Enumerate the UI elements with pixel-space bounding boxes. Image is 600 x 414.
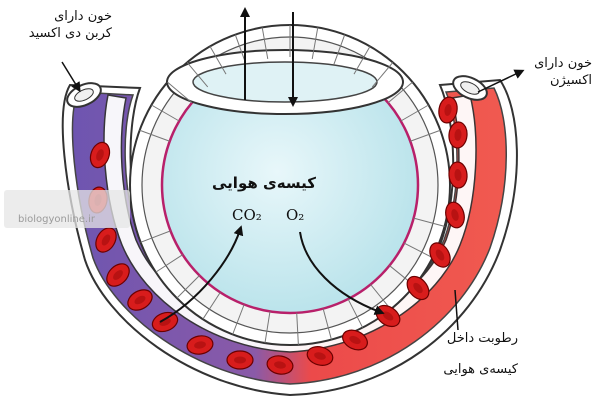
- co2-label: CO₂: [232, 206, 262, 224]
- red-blood-cell-center: [444, 104, 452, 116]
- co2-diffusion-arrow: [159, 225, 244, 323]
- cell-segment-line: [176, 275, 200, 299]
- red-blood-cell: [186, 335, 214, 355]
- cell-segment-line: [209, 46, 227, 75]
- red-blood-cell: [95, 227, 117, 253]
- o2-blood-pointer: [477, 69, 525, 93]
- red-blood-cell-center: [134, 295, 146, 305]
- red-blood-cells: [88, 96, 468, 375]
- co2-blood-label-line1: خون دارای: [54, 9, 112, 24]
- red-blood-cell-center: [274, 361, 286, 369]
- red-blood-cell-center: [234, 356, 246, 364]
- cell-segment-line: [202, 292, 221, 320]
- cell-segment-line: [296, 312, 299, 345]
- co2-blood-pointer: [61, 61, 81, 93]
- red-blood-cell-center: [454, 129, 462, 141]
- red-blood-cell: [342, 329, 368, 351]
- cell-segment-line: [232, 304, 245, 335]
- red-blood-cell: [445, 201, 465, 229]
- red-blood-cell-center: [435, 249, 445, 261]
- moisture-pointer: [454, 289, 459, 331]
- air-sac-title: کیسه‌ی هوایی: [212, 174, 316, 192]
- o2-blood-label-line1: خون دارای: [534, 56, 592, 71]
- cell-segment-line: [261, 27, 269, 60]
- cell-segment-line: [370, 284, 392, 310]
- cell-segment-line: [413, 217, 445, 227]
- cell-segment-line: [151, 104, 180, 122]
- red-blood-cell: [106, 263, 130, 287]
- cell-segment-line: [333, 34, 346, 65]
- alveolus-opening: [192, 61, 378, 103]
- moisture-label-line2: کیسه‌ی هوایی: [443, 362, 518, 377]
- red-blood-cell-center: [451, 209, 459, 221]
- red-blood-cell-center: [314, 352, 326, 360]
- cell-segment-line: [140, 230, 171, 243]
- cell-segment-line: [400, 104, 429, 122]
- red-blood-cell: [448, 121, 468, 149]
- moisture-label-line1: رطوبت داخل: [446, 331, 518, 346]
- cell-segment-line: [322, 308, 332, 340]
- red-blood-cell-center: [113, 270, 123, 280]
- co2-blood-label: خون دارای کربن دی اکسید: [29, 8, 112, 42]
- red-blood-cell: [151, 311, 179, 333]
- red-blood-cell: [406, 275, 430, 301]
- red-blood-cell: [448, 161, 468, 189]
- o2-blood-label: خون دارای اکسیژن: [534, 55, 592, 89]
- cell-segment-line: [264, 311, 271, 344]
- red-blood-cell-center: [454, 169, 462, 181]
- cell-segment-line: [186, 62, 209, 88]
- red-blood-cell-center: [413, 282, 423, 294]
- red-blood-cell-center: [96, 149, 104, 161]
- cell-segment-line: [371, 62, 394, 88]
- cell-segment-line: [403, 242, 433, 259]
- red-blood-cell-center: [194, 341, 206, 349]
- moisture-label: رطوبت داخل کیسه‌ی هوایی: [443, 330, 518, 378]
- o2-diffusion-arrow: [299, 231, 385, 315]
- cell-segment-line: [155, 254, 183, 273]
- red-blood-cell: [438, 96, 458, 124]
- red-blood-cell: [306, 346, 334, 366]
- red-blood-cell-center: [349, 335, 361, 345]
- red-blood-cell: [127, 289, 153, 311]
- cell-segment-line: [139, 129, 170, 142]
- o2-label: O₂: [286, 206, 305, 224]
- red-blood-cell-center: [101, 234, 111, 246]
- cell-segment-line: [353, 46, 371, 75]
- cell-segment-line: [167, 81, 193, 104]
- watermark-text: biologyonline.ir: [18, 214, 95, 225]
- red-blood-cell-center: [382, 311, 394, 321]
- watermark-box: [4, 190, 130, 228]
- cell-segment-line: [347, 298, 364, 328]
- red-blood-cell: [89, 141, 111, 169]
- o2-blood-label-line2: اکسیژن: [549, 73, 592, 88]
- cell-segment-line: [387, 81, 413, 104]
- red-blood-cell: [266, 355, 294, 375]
- co2-blood-label-line2: کربن دی اکسید: [28, 26, 112, 41]
- red-blood-cell: [226, 350, 254, 370]
- cell-segment-line: [311, 27, 319, 60]
- red-blood-cell: [429, 242, 451, 268]
- cell-segment-line: [410, 129, 441, 142]
